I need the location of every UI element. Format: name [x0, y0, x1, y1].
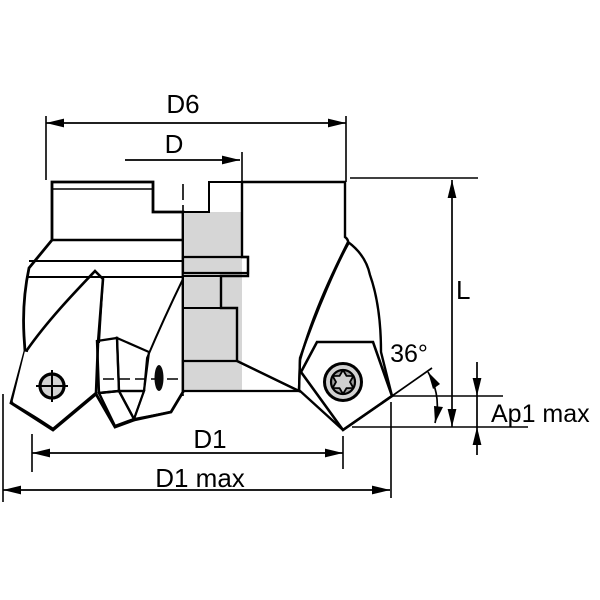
- dim-label-d: D: [165, 129, 184, 159]
- dim-l: L: [350, 177, 478, 427]
- dim-d6: D6: [45, 89, 347, 182]
- torx-screw-icon: [323, 362, 363, 402]
- dim-d: D: [125, 129, 243, 182]
- dim-label-d6: D6: [166, 89, 199, 119]
- dim-label-l: L: [456, 275, 470, 305]
- right-insert: [299, 340, 394, 432]
- left-screw-icon: [36, 370, 68, 402]
- dim-label-ap1-max: Ap1 max: [491, 400, 590, 428]
- middle-insert-face-upper: [95, 336, 121, 395]
- left-insert-edge-band: [12, 351, 95, 427]
- left-tooth-face: [10, 269, 105, 431]
- dim-label-d1: D1: [193, 424, 226, 454]
- dim-ap1-max: Ap1 max: [352, 362, 590, 455]
- middle-flute: [132, 278, 184, 421]
- dim-angle: 36°: [390, 340, 443, 424]
- dim-d1: D1: [31, 424, 344, 472]
- middle-insert: [95, 336, 151, 428]
- side-screw-icon: [154, 365, 164, 391]
- cutter-body: [9, 180, 394, 432]
- right-insert-pocket: [297, 240, 394, 432]
- bore-underlay: [183, 212, 242, 392]
- dim-d1-max: D1 max: [2, 394, 392, 502]
- dimensions: D6 D L 36°: [2, 89, 590, 502]
- dim-label-d1-max: D1 max: [155, 463, 245, 493]
- middle-insert-top-lower: [117, 389, 146, 422]
- dim-label-angle: 36°: [390, 340, 428, 368]
- middle-insert-top-upper: [115, 336, 151, 393]
